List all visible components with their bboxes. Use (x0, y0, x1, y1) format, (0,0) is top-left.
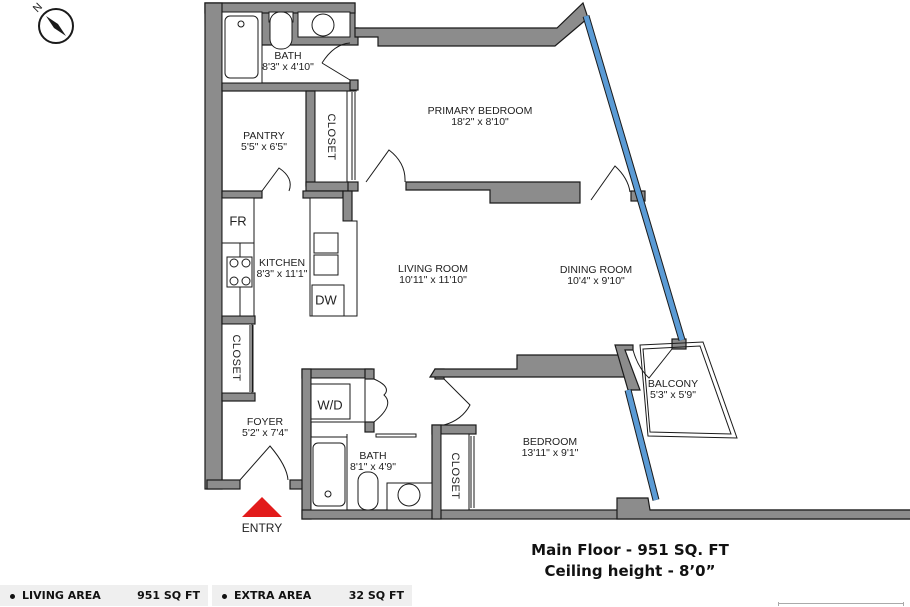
bullet-icon (10, 593, 15, 599)
bullet-icon (222, 593, 227, 599)
room-kitchen: KITCHEN 8'3" x 11'1" (256, 257, 308, 280)
fridge-label: FR (229, 213, 247, 229)
compass-icon (36, 6, 76, 46)
balcony-outline (639, 341, 738, 439)
living-area-label: LIVING AREA (22, 589, 101, 602)
room-primary-bedroom: PRIMARY BEDROOM 18'2" x 8'10" (427, 105, 533, 128)
dishwasher-label: DW (315, 292, 337, 308)
door-swings (239, 42, 673, 481)
entry-arrow-icon (242, 497, 282, 517)
living-area-cell: LIVING AREA 951 SQ FT (0, 585, 208, 606)
room-closet-left: CLOSET (230, 334, 242, 382)
floor-summary: Main Floor - 951 SQ. FT Ceiling height -… (520, 540, 740, 582)
room-balcony: BALCONY 5'3" x 5'9" (647, 378, 699, 401)
room-dining-room: DINING ROOM 10'4" x 9'10" (559, 264, 633, 287)
room-bath-bottom: BATH 8'1" x 4'9" (350, 450, 396, 473)
main-floor-area: Main Floor - 951 SQ. FT (531, 541, 729, 559)
room-closet-bottom: CLOSET (449, 452, 461, 500)
extra-area-value: 32 SQ FT (348, 589, 404, 602)
room-pantry: PANTRY 5'5" x 6'5" (241, 130, 287, 153)
entry-label: ENTRY (241, 521, 283, 535)
living-area-value: 951 SQ FT (137, 589, 200, 602)
extra-area-cell: EXTRA AREA 32 SQ FT (212, 585, 412, 606)
windows (582, 15, 686, 501)
ceiling-height: Ceiling height - 8’0” (544, 562, 716, 580)
room-bedroom: BEDROOM 13'11" x 9'1" (521, 436, 579, 459)
area-legend: LIVING AREA 951 SQ FT EXTRA AREA 32 SQ F… (0, 585, 412, 606)
extra-area-label: EXTRA AREA (234, 589, 312, 602)
room-foyer: FOYER 5'2" x 7'4" (242, 416, 288, 439)
scale-bar (778, 602, 904, 607)
room-bath-top: BATH 8'3" x 4'10" (262, 50, 314, 73)
room-closet-top: CLOSET (325, 113, 337, 161)
washer-dryer-label: W/D (317, 397, 343, 413)
fixtures (221, 11, 475, 511)
walls (204, 1, 910, 520)
room-living-room: LIVING ROOM 10'11" x 11'10" (397, 263, 469, 286)
